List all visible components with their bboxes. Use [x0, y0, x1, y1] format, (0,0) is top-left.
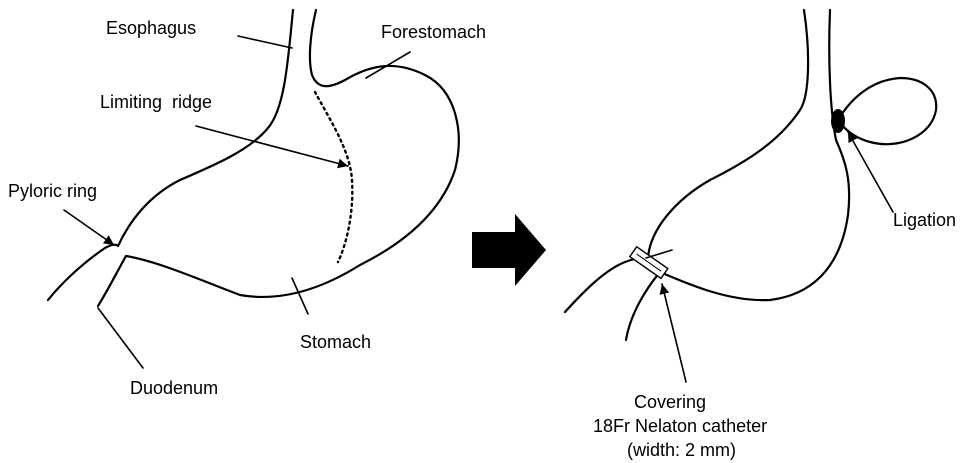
ligated-stomach-lower-outline [626, 10, 849, 340]
catheter-width-label: (width: 2 mm) [627, 440, 736, 460]
duodenum-label: Duodenum [130, 378, 218, 398]
stomach-upper-outline [48, 10, 293, 300]
esophagus-label: Esophagus [106, 18, 196, 38]
pyloric-ring-arrow [64, 210, 114, 245]
duodenum-leader [98, 308, 143, 368]
limiting-ridge-line [315, 92, 352, 262]
limiting-ridge-label: Limiting ridge [100, 92, 212, 112]
ligated-forestomach-loop [838, 78, 936, 144]
catheter-label: 18Fr Nelaton catheter [593, 416, 767, 436]
limiting-ridge-arrow [196, 126, 348, 166]
normal-stomach [48, 10, 459, 306]
ligation-knot [831, 109, 845, 133]
forestomach-label: Forestomach [381, 22, 486, 42]
pyloric-ring-label: Pyloric ring [8, 181, 97, 201]
covering-label: Covering [634, 392, 706, 412]
transition-arrow [472, 214, 546, 286]
ligated-stomach [565, 10, 936, 340]
stomach-label: Stomach [300, 332, 371, 352]
ligation-label: Ligation [893, 210, 956, 230]
forestomach-leader [366, 52, 410, 78]
ligated-stomach-upper-outline [565, 10, 808, 312]
esophagus-leader [238, 36, 292, 48]
covering-arrow [662, 284, 686, 382]
stomach-leader [292, 278, 308, 314]
